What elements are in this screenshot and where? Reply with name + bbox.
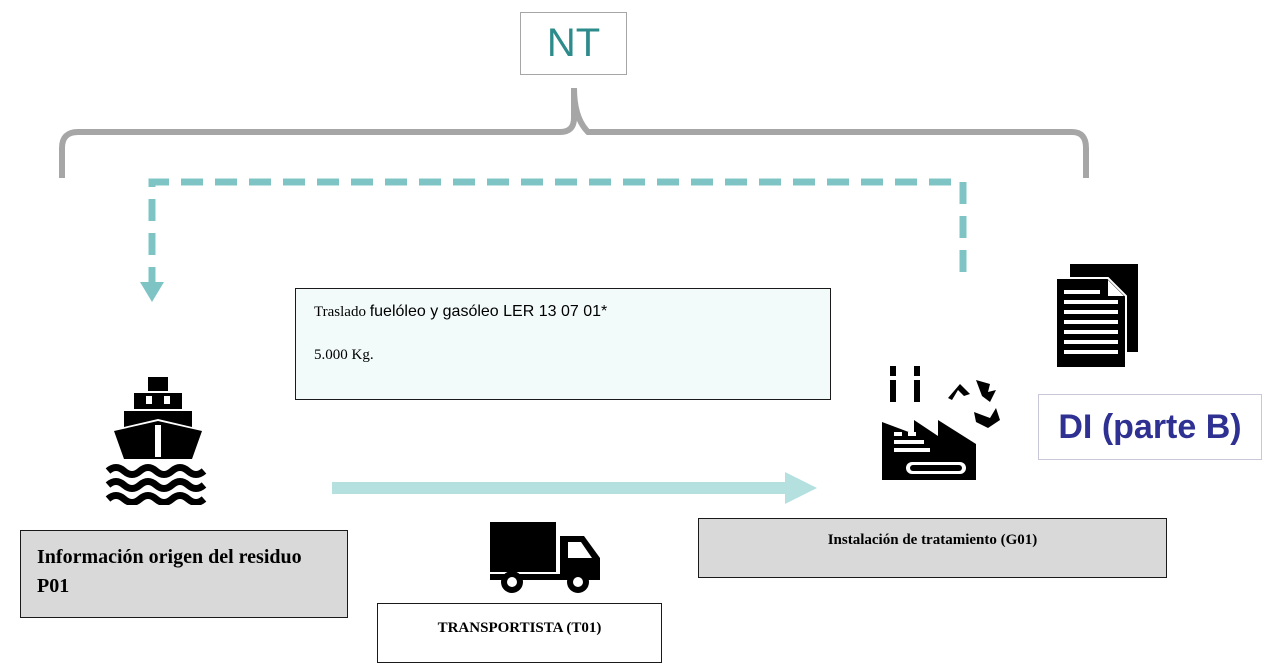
treatment-box: Instalación de tratamiento (G01) [698,518,1167,578]
shipment-waste: fuelóleo y gasóleo LER 13 07 01* [369,303,608,320]
dashed-arrow-head [140,282,164,302]
nt-bracket [59,87,1089,178]
flow-arrow-head [785,472,817,504]
document-icon [1055,264,1138,369]
document-label-box: DI (parte B) [1038,394,1262,460]
origin-label: Información origen del residuo P01 [37,546,302,597]
shipment-description: Traslado fuelóleo y gasóleo LER 13 07 01… [314,303,812,321]
ship-icon [105,377,207,505]
shipment-prefix: Traslado [314,304,366,320]
shipment-quantity: 5.000 Kg. [314,347,374,363]
transporter-box: TRANSPORTISTA (T01) [377,603,662,663]
factory-recycle-icon [882,366,1000,480]
dashed-return-line [148,178,967,284]
flow-arrow-shaft [332,482,787,494]
nt-label: NT [546,21,601,65]
truck-icon [490,522,600,593]
treatment-label: Instalación de tratamiento (G01) [827,532,1038,548]
origin-box: Información origen del residuo P01 [20,530,348,618]
document-label: DI (parte B) [1058,407,1242,446]
nt-box: NT [520,12,627,75]
shipment-info-box: Traslado fuelóleo y gasóleo LER 13 07 01… [295,288,831,400]
transporter-label: TRANSPORTISTA (T01) [437,620,602,636]
